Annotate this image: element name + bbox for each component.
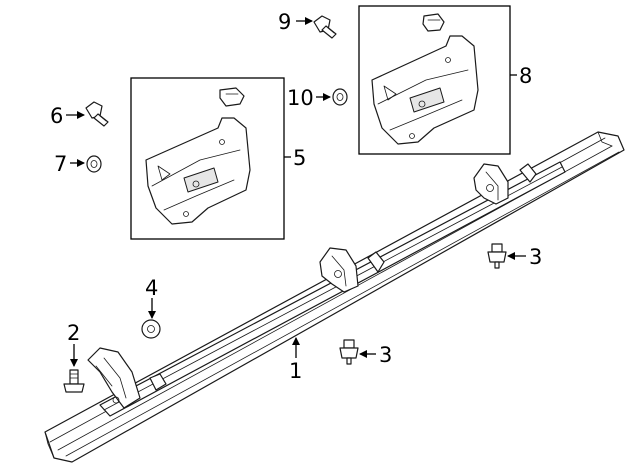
callout-2: 2	[67, 321, 80, 345]
bolt-part-3-lower	[339, 339, 359, 365]
mounting-bracket-rear	[87, 347, 167, 409]
detail-box-5	[130, 77, 285, 240]
nut-part-4	[141, 319, 161, 339]
bolt-part-9	[313, 15, 337, 39]
callout-8: 8	[519, 64, 532, 88]
nut-part-10	[332, 88, 348, 106]
callout-5: 5	[293, 146, 306, 170]
bolt-part-3-upper	[487, 243, 507, 269]
nut-part-7	[86, 155, 102, 173]
callout-9: 9	[278, 10, 291, 34]
running-board	[44, 131, 625, 463]
callout-7: 7	[54, 152, 67, 176]
callout-1: 1	[289, 359, 302, 383]
mounting-bracket-front	[473, 163, 537, 205]
callout-4: 4	[145, 276, 158, 300]
detail-box-8	[358, 5, 511, 155]
bolt-part-2	[63, 369, 85, 393]
leader-lines	[66, 17, 526, 367]
callout-3-lower: 3	[379, 343, 392, 367]
bolt-part-6	[85, 101, 109, 127]
callout-6: 6	[50, 104, 63, 128]
mounting-bracket-middle	[319, 247, 385, 293]
callout-10: 10	[287, 86, 314, 110]
callout-3-upper: 3	[529, 245, 542, 269]
